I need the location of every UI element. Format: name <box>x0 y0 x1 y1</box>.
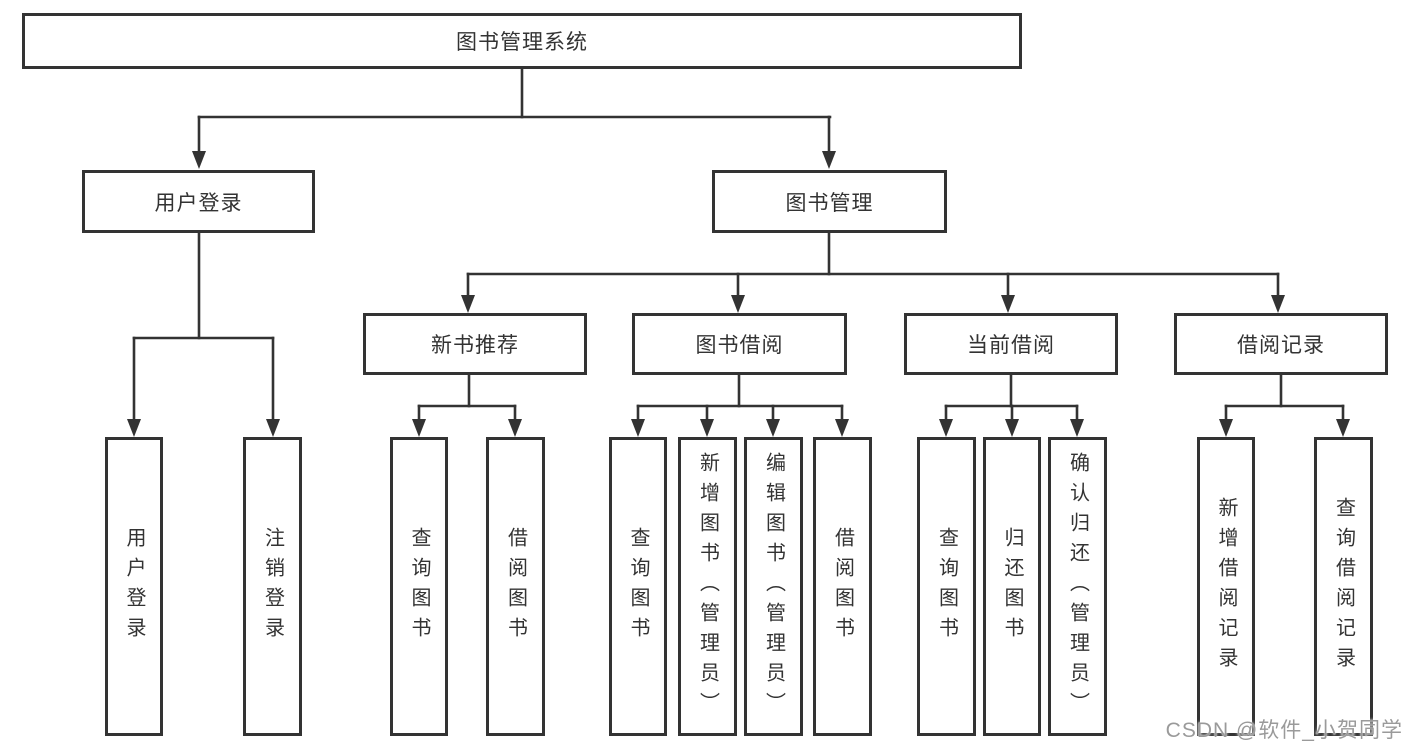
leaf-current-query-books: 查询图书 <box>917 437 976 736</box>
leaf-user-login-label: 用户登录 <box>123 526 145 647</box>
leaf-return-book: 归还图书 <box>983 437 1041 736</box>
connector-management-to-sections <box>461 231 1285 313</box>
leaf-edit-book-admin: 编辑图书（管理员） <box>744 437 803 736</box>
leaf-recommend-borrow-books-label: 借阅图书 <box>504 526 527 647</box>
connector-root-to-level2 <box>192 67 836 169</box>
node-user-login: 用户登录 <box>82 170 315 233</box>
node-new-book-recommend-label: 新书推荐 <box>431 334 519 357</box>
node-current-borrow: 当前借阅 <box>904 313 1118 375</box>
node-root-label: 图书管理系统 <box>456 31 588 54</box>
connector-current-to-leaves <box>939 373 1084 437</box>
leaf-add-book-admin: 新增图书（管理员） <box>678 437 737 736</box>
node-book-borrow-label: 图书借阅 <box>695 334 784 357</box>
leaf-logout-label: 注销登录 <box>261 526 284 647</box>
node-current-borrow-label: 当前借阅 <box>967 334 1055 357</box>
leaf-recommend-query-books-label: 查询图书 <box>408 526 430 647</box>
node-user-login-label: 用户登录 <box>154 191 243 215</box>
connector-login-to-leaves <box>127 231 280 437</box>
connector-borrow-to-leaves <box>631 373 849 437</box>
leaf-recommend-query-books: 查询图书 <box>390 437 448 736</box>
leaf-query-borrow-record-label: 查询借阅记录 <box>1332 496 1355 677</box>
leaf-current-query-books-label: 查询图书 <box>935 526 958 647</box>
leaf-borrow-query-books: 查询图书 <box>609 437 667 736</box>
leaf-edit-book-admin-label: 编辑图书（管理员） <box>762 451 785 722</box>
node-book-management: 图书管理 <box>712 170 947 233</box>
leaf-query-borrow-record: 查询借阅记录 <box>1314 437 1373 736</box>
node-new-book-recommend: 新书推荐 <box>363 313 587 375</box>
leaf-borrow-books-label: 借阅图书 <box>831 526 854 647</box>
leaf-add-borrow-record-label: 新增借阅记录 <box>1215 496 1237 677</box>
leaf-add-borrow-record: 新增借阅记录 <box>1197 437 1255 736</box>
leaf-recommend-borrow-books: 借阅图书 <box>486 437 545 736</box>
node-borrow-records: 借阅记录 <box>1174 313 1388 375</box>
leaf-borrow-books: 借阅图书 <box>813 437 872 736</box>
leaf-return-book-label: 归还图书 <box>1001 526 1023 647</box>
csdn-watermark: CSDN @软件_小贺同学 <box>1165 719 1403 742</box>
node-borrow-records-label: 借阅记录 <box>1237 334 1325 357</box>
node-book-management-label: 图书管理 <box>785 191 874 215</box>
node-book-borrow: 图书借阅 <box>632 313 847 375</box>
leaf-add-book-admin-label: 新增图书（管理员） <box>696 451 719 722</box>
leaf-confirm-return-admin: 确认归还（管理员） <box>1048 437 1107 736</box>
leaf-borrow-query-books-label: 查询图书 <box>627 526 649 647</box>
node-root-system: 图书管理系统 <box>22 13 1022 69</box>
leaf-logout: 注销登录 <box>243 437 302 736</box>
connector-records-to-leaves <box>1219 373 1350 437</box>
leaf-user-login: 用户登录 <box>105 437 163 736</box>
leaf-confirm-return-admin-label: 确认归还（管理员） <box>1066 451 1089 722</box>
connector-recommend-to-leaves <box>412 373 522 437</box>
